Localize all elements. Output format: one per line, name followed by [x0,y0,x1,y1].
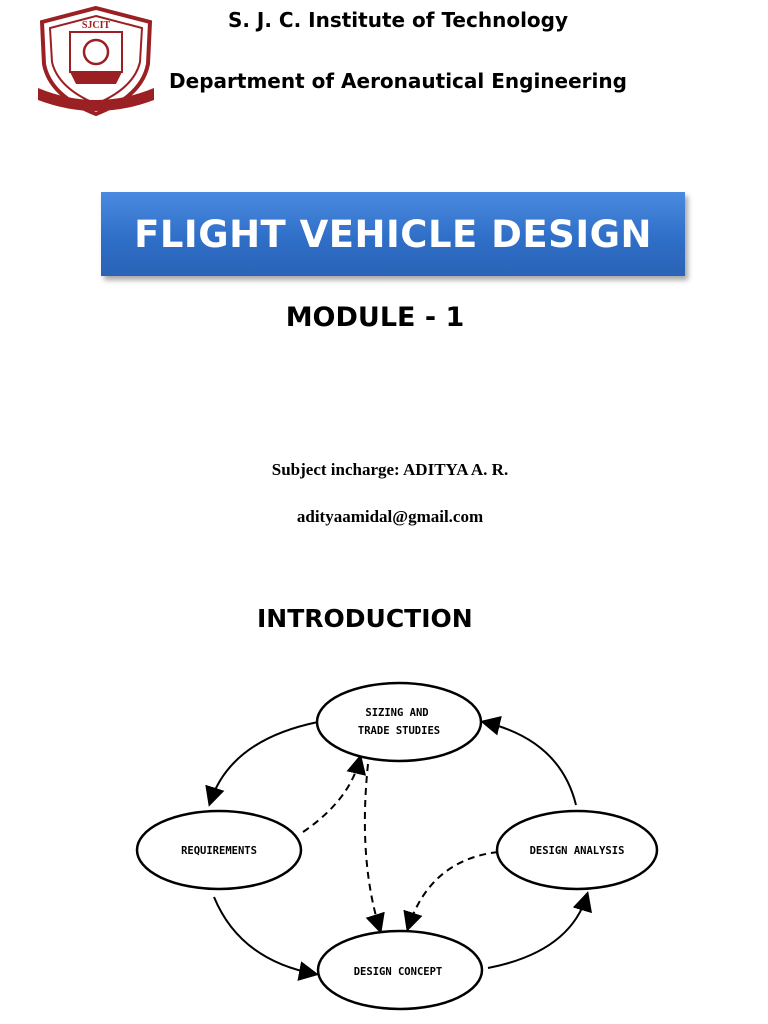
node-sizing-line1: SIZING AND [365,707,428,719]
subject-incharge: Subject incharge: ADITYA A. R. [271,460,509,479]
dashed-arrow-requirements-to-sizing [302,754,367,833]
node-requirements-label: REQUIREMENTS [181,845,257,857]
department-name: Department of Aeronautical Engineering [169,69,627,93]
incharge-email: adityaamidal@gmail.com [296,507,484,526]
title-banner: FLIGHT VEHICLE DESIGN [101,192,685,276]
node-requirements: REQUIREMENTS [135,809,303,891]
node-concept-label: DESIGN CONCEPT [354,966,443,978]
section-title: INTRODUCTION [257,604,473,633]
arrow-sizing-to-requirements [205,721,319,807]
banner-title: FLIGHT VEHICLE DESIGN [134,212,652,256]
dashed-arrow-sizing-to-concept [363,763,385,934]
arrow-requirements-to-concept [213,896,319,981]
logo-text: SJCIT [82,20,111,31]
node-sizing-trade-studies: SIZING AND TRADE STUDIES [315,681,483,763]
institute-crest-icon: SJCIT [38,5,154,117]
module-heading: MODULE - 1 [285,302,465,333]
arrow-concept-to-analysis [487,891,592,969]
design-wheel-diagram: SIZING AND TRADE STUDIES REQUIREMENTS DE… [135,681,659,1011]
node-sizing-line2: TRADE STUDIES [358,725,440,737]
arrow-analysis-to-sizing [480,715,577,806]
institute-name: S. J. C. Institute of Technology [227,8,569,32]
node-design-concept: DESIGN CONCEPT [316,929,484,1011]
node-analysis-label: DESIGN ANALYSIS [530,845,625,857]
dashed-arrow-analysis-to-concept [403,851,499,932]
node-design-analysis: DESIGN ANALYSIS [495,809,659,891]
